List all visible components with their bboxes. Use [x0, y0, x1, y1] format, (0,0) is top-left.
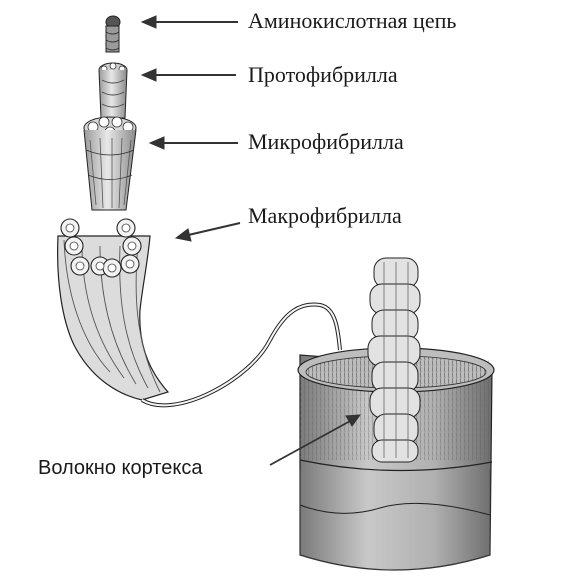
arrow-protofibril: [140, 68, 236, 82]
protofibril-illustration: [98, 62, 128, 119]
label-macrofibril: Макрофибрилла: [248, 203, 402, 228]
arrow-microfibril: [148, 136, 238, 150]
microfibril-illustration: [83, 116, 137, 211]
label-microfibril: Микрофибрилла: [248, 129, 404, 154]
label-protofibril: Протофибрилла: [248, 62, 398, 87]
label-amino-chain: Аминокислотная цепь: [248, 8, 457, 33]
arrow-cortex-fiber: [269, 414, 362, 466]
arrow-macrofibril: [174, 222, 241, 242]
label-cortex-fiber: Волокно кортекса: [38, 457, 203, 479]
cortex-cell-illustration: [297, 257, 495, 571]
amino-chain-illustration: [105, 15, 121, 53]
arrow-amino-chain: [140, 15, 238, 29]
macrofibril-illustration: [57, 218, 170, 401]
